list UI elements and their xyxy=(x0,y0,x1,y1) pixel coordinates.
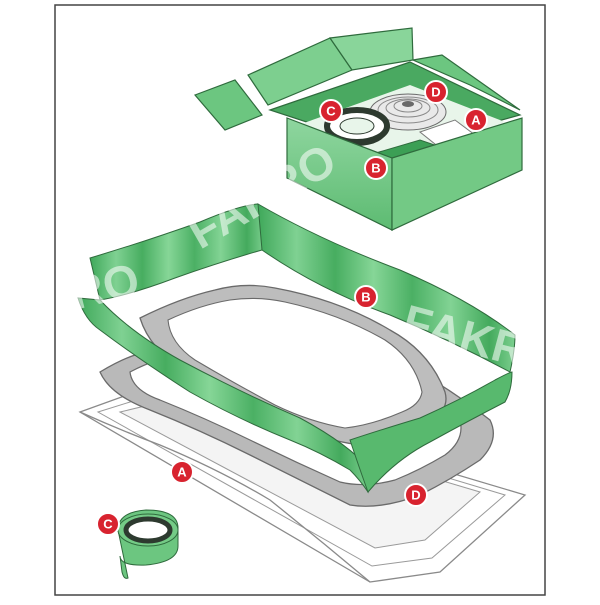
badge-box-a: A xyxy=(464,108,488,132)
badge-box-c: C xyxy=(319,99,343,123)
svg-text:C: C xyxy=(326,104,336,119)
badge-box-d: D xyxy=(424,80,448,104)
badge-gasket-d: D xyxy=(404,483,428,507)
tape-roll-c-in-box xyxy=(324,107,390,146)
badge-box-b: B xyxy=(364,156,388,180)
badge-roll-c: C xyxy=(96,512,120,536)
image-border xyxy=(54,4,546,596)
svg-text:B: B xyxy=(361,290,370,305)
tape-roll-icon xyxy=(117,509,179,579)
svg-text:A: A xyxy=(177,465,187,480)
brand-watermark-left: RO xyxy=(65,253,145,320)
badge-frame-a: A xyxy=(170,460,194,484)
badge-collar-b: B xyxy=(354,285,378,309)
svg-text:B: B xyxy=(371,161,380,176)
svg-text:D: D xyxy=(431,85,440,100)
svg-text:C: C xyxy=(103,517,113,532)
svg-text:D: D xyxy=(411,488,420,503)
seal-ring xyxy=(139,284,447,446)
svg-text:A: A xyxy=(471,113,481,128)
